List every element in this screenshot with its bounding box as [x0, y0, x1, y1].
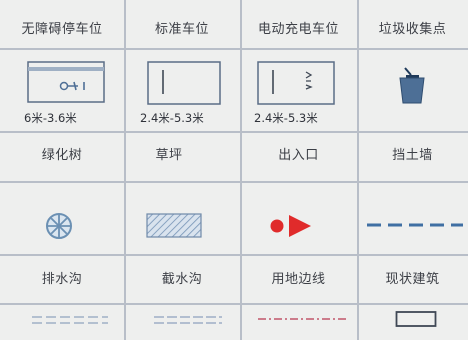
drainage-ditch-line-icon	[32, 316, 108, 324]
label-existing-building: 现状建筑	[385, 272, 440, 287]
label-ev-charging-parking: 电动充电车位	[257, 22, 339, 37]
label-lawn: 草坪	[155, 148, 183, 163]
intercepting-ditch-line-icon	[154, 316, 222, 324]
standard-parking-dimension: 2.4米-5.3米	[140, 111, 204, 125]
grid-line-v1	[124, 0, 126, 340]
standard-parking-icon	[147, 61, 221, 105]
grid-line-v2	[240, 0, 242, 340]
accessible-parking-dimension: 6米-3.6米	[24, 111, 77, 125]
label-green-tree: 绿化树	[41, 148, 83, 163]
retaining-wall-line-icon	[367, 223, 463, 227]
garbage-bin-icon	[399, 67, 425, 104]
label-intercepting-ditch: 截水沟	[161, 272, 203, 287]
grid-line-h1	[0, 48, 468, 50]
label-standard-parking: 标准车位	[154, 22, 209, 37]
entrance-arrow-icon	[270, 215, 311, 237]
label-drainage-ditch: 排水沟	[41, 272, 83, 287]
label-accessible-parking: 无障碍停车位	[21, 22, 103, 37]
grid-line-v3	[357, 0, 359, 340]
label-retaining-wall: 挡土墙	[392, 148, 433, 163]
existing-building-icon	[395, 311, 437, 327]
tree-icon	[46, 213, 72, 239]
accessible-parking-icon	[27, 61, 105, 103]
grid-line-h3	[0, 181, 468, 183]
grid-line-h2	[0, 131, 468, 133]
ev-charging-parking-dimension: 2.4米-5.3米	[254, 111, 318, 125]
label-site-boundary: 用地边线	[271, 272, 326, 287]
lawn-hatch-icon	[146, 213, 202, 238]
label-garbage-collection: 垃圾收集点	[378, 22, 447, 37]
grid-line-h4	[0, 254, 468, 256]
ev-charging-parking-icon	[257, 61, 335, 105]
label-entrance-exit: 出入口	[278, 148, 319, 163]
grid-line-h5	[0, 303, 468, 305]
site-boundary-line-icon	[258, 318, 346, 320]
